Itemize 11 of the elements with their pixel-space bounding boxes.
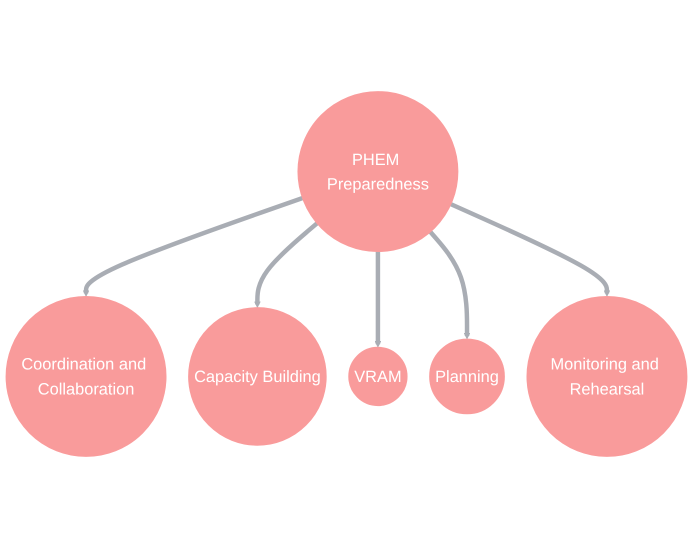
arrow [82,196,304,297]
arrow [450,202,610,297]
node-circle: Monitoring and Rehearsal [526,296,688,457]
node-circle: PHEM Preparedness [297,91,458,252]
arrow [254,222,318,308]
node-circle: Coordination and Collaboration [6,296,166,457]
node-circle: Planning [429,338,505,414]
arrow [374,252,382,348]
node-circle: VRAM [348,346,408,406]
node-circle: Capacity Building [188,307,327,446]
arrow [428,230,470,340]
